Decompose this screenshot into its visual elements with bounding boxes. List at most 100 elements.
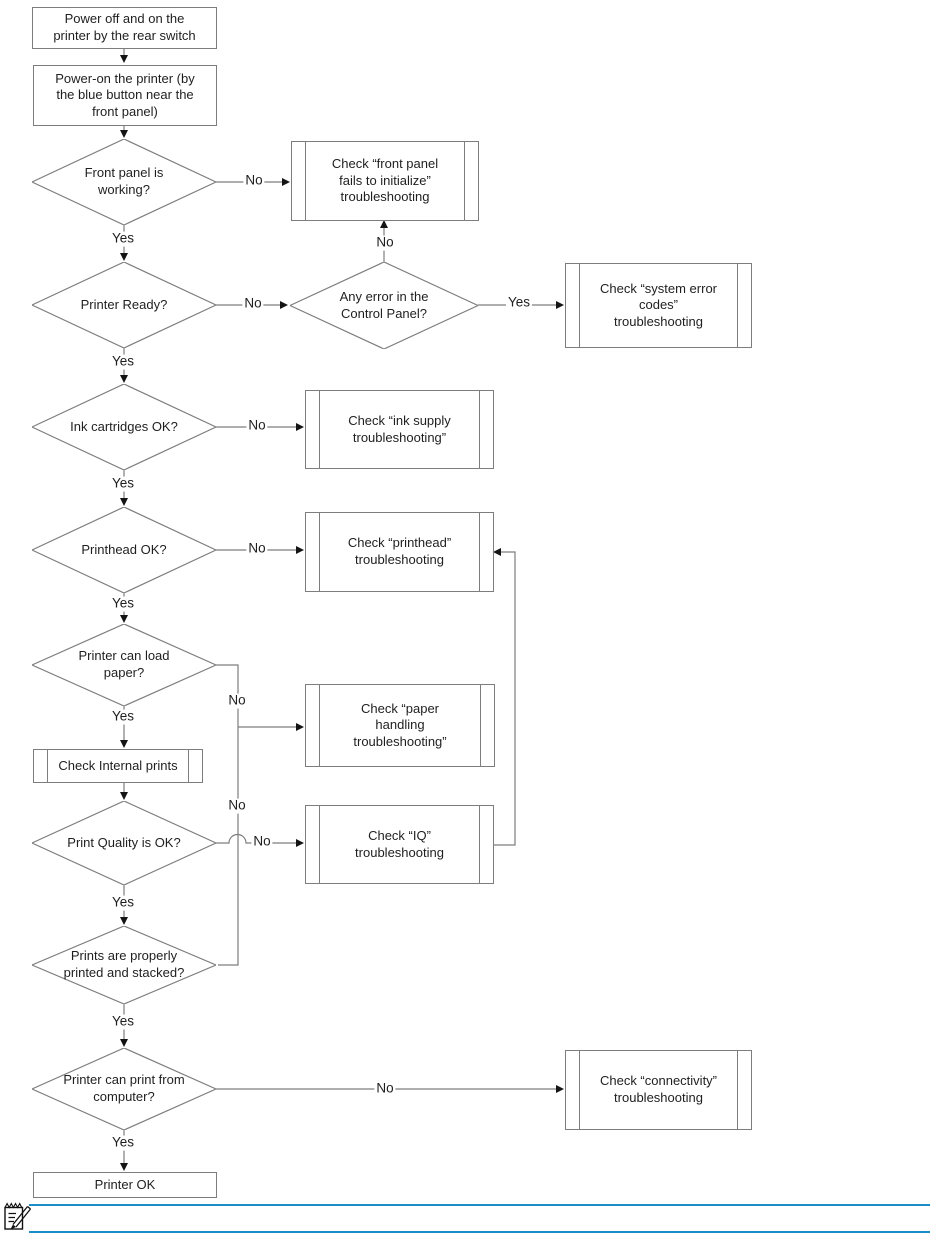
node-printer-ok-label: Printer OK bbox=[94, 1176, 156, 1192]
node-printer-can-print-from-computer-label: Printer can print from computer? bbox=[63, 1072, 185, 1104]
diamond-shape bbox=[32, 926, 216, 1004]
node-printer-can-load-paper-label: Printer can load paper? bbox=[78, 648, 170, 680]
node-any-error-control-panel-label: Any error in the Control Panel? bbox=[339, 288, 429, 321]
subroutine-bar bbox=[319, 806, 320, 883]
edge-label-ink-cartridges-no: No bbox=[246, 417, 268, 434]
subroutine-bar bbox=[579, 264, 580, 347]
node-ink-cartridges-ok-label: Ink cartridges OK? bbox=[70, 418, 178, 434]
node-ink-cartridges-ok: Ink cartridges OK? bbox=[32, 384, 216, 470]
node-check-printhead-label: Check “printhead” troubleshooting bbox=[347, 535, 452, 567]
note-icon bbox=[4, 1202, 32, 1230]
diamond-shape bbox=[32, 801, 216, 885]
arrowhead-down-into-load-paper bbox=[120, 615, 128, 623]
subroutine-bar bbox=[47, 750, 48, 782]
arrowhead-down-into-internal-prints bbox=[120, 740, 128, 748]
subroutine-bar bbox=[479, 391, 480, 468]
arrowhead-left-into-check-printhead bbox=[493, 548, 501, 556]
diamond-shape bbox=[32, 1048, 216, 1130]
subroutine-bar bbox=[464, 142, 465, 220]
edge-label-any-error-yes: Yes bbox=[505, 294, 533, 311]
diamond-shape bbox=[32, 262, 216, 348]
edge-label-load-paper-yes: Yes bbox=[109, 708, 137, 725]
diamond-shape bbox=[290, 262, 478, 349]
edge-iq-to-printhead-loop bbox=[492, 551, 516, 846]
arrowhead-down-into-stacked bbox=[120, 917, 128, 925]
arrowhead-down-into-printer-ok bbox=[120, 1163, 128, 1171]
edge-arrowheads bbox=[120, 55, 564, 1171]
node-printer-can-print-from-computer: Printer can print from computer? bbox=[32, 1048, 216, 1130]
edge-label-ink-cartridges-yes: Yes bbox=[109, 475, 137, 492]
edge-label-printhead-yes: Yes bbox=[109, 595, 137, 612]
node-check-system-error-codes: Check “system error codes” troubleshooti… bbox=[565, 263, 752, 348]
node-power-on: Power-on the printer (by the blue button… bbox=[33, 65, 217, 126]
edge-label-any-error-no: No bbox=[374, 234, 396, 251]
arrowhead-down-into-print-quality bbox=[120, 792, 128, 800]
node-front-panel-working: Front panel is working? bbox=[32, 139, 216, 225]
edge-label-printer-ready-yes: Yes bbox=[109, 353, 137, 370]
diamond-shape bbox=[32, 384, 216, 470]
arrowhead-down-into-printer-ready bbox=[120, 253, 128, 261]
node-check-system-error-codes-label: Check “system error codes” troubleshooti… bbox=[599, 280, 718, 329]
node-check-iq: Check “IQ” troubleshooting bbox=[305, 805, 494, 884]
subroutine-bar bbox=[319, 391, 320, 468]
subroutine-bar bbox=[305, 142, 306, 220]
node-check-internal-prints-label: Check Internal prints bbox=[58, 757, 178, 773]
arrowhead-up-into-check-front-panel bbox=[380, 220, 388, 228]
node-check-ink-supply: Check “ink supply troubleshooting” bbox=[305, 390, 494, 469]
node-printer-ok: Printer OK bbox=[33, 1172, 217, 1198]
diamond-shape bbox=[32, 139, 216, 225]
subroutine-bar bbox=[479, 513, 480, 591]
edge-label-load-paper-no: No bbox=[226, 692, 248, 709]
diamond-shape bbox=[32, 507, 216, 593]
node-check-ink-supply-label: Check “ink supply troubleshooting” bbox=[348, 412, 451, 445]
node-check-connectivity-label: Check “connectivity” troubleshooting bbox=[599, 1073, 718, 1105]
subroutine-bar bbox=[737, 264, 738, 347]
node-print-quality-ok: Print Quality is OK? bbox=[32, 801, 216, 885]
arrowhead-right-into-check-front-panel bbox=[282, 178, 290, 186]
edge-label-print-computer-yes: Yes bbox=[109, 1134, 137, 1151]
node-power-cycle-label: Power off and on the printer by the rear… bbox=[53, 11, 196, 43]
edge-load-paper-stacked-no-shared bbox=[216, 664, 239, 966]
edge-label-print-quality-no: No bbox=[251, 833, 273, 850]
arrowhead-down-into-front-panel bbox=[120, 130, 128, 138]
subroutine-bar bbox=[319, 513, 320, 591]
edge-label-stacked-no: No bbox=[226, 797, 248, 814]
arrowhead-right-into-any-error bbox=[280, 301, 288, 309]
node-front-panel-working-label: Front panel is working? bbox=[84, 165, 164, 197]
arrowhead-right-into-system-error-codes bbox=[556, 301, 564, 309]
arrowhead-right-into-check-iq bbox=[296, 839, 304, 847]
node-power-on-label: Power-on the printer (by the blue button… bbox=[55, 70, 195, 119]
note-divider-top bbox=[29, 1204, 930, 1206]
arrowhead-right-into-ink-supply bbox=[296, 423, 304, 431]
node-check-front-panel: Check “front panel fails to initialize” … bbox=[291, 141, 479, 221]
edge-label-print-computer-no: No bbox=[374, 1080, 396, 1097]
edge-print-quality-no-hop bbox=[216, 833, 300, 844]
subroutine-bar bbox=[737, 1051, 738, 1129]
subroutine-bar bbox=[479, 806, 480, 883]
node-check-internal-prints: Check Internal prints bbox=[33, 749, 203, 783]
edge-label-front-panel-yes: Yes bbox=[109, 230, 137, 247]
arrowhead-right-into-connectivity bbox=[556, 1085, 564, 1093]
node-check-connectivity: Check “connectivity” troubleshooting bbox=[565, 1050, 752, 1130]
node-printhead-ok: Printhead OK? bbox=[32, 507, 216, 593]
node-printer-can-load-paper: Printer can load paper? bbox=[32, 624, 216, 706]
edge-label-print-quality-yes: Yes bbox=[109, 894, 137, 911]
node-prints-properly-stacked: Prints are properly printed and stacked? bbox=[32, 926, 216, 1004]
edge-label-front-panel-no: No bbox=[243, 172, 265, 189]
node-any-error-control-panel: Any error in the Control Panel? bbox=[290, 262, 478, 349]
subroutine-bar bbox=[480, 685, 481, 766]
arrowhead-down-into-printhead bbox=[120, 498, 128, 506]
node-check-printhead: Check “printhead” troubleshooting bbox=[305, 512, 494, 592]
arrowhead-down-into-ink-cartridges bbox=[120, 375, 128, 383]
node-check-iq-label: Check “IQ” troubleshooting bbox=[355, 827, 444, 860]
subroutine-bar bbox=[579, 1051, 580, 1129]
node-power-cycle: Power off and on the printer by the rear… bbox=[32, 7, 217, 49]
arrowhead-right-into-check-printhead bbox=[296, 546, 304, 554]
arrowhead-down-into-power-on bbox=[120, 55, 128, 63]
subroutine-bar bbox=[188, 750, 189, 782]
node-prints-properly-stacked-label: Prints are properly printed and stacked? bbox=[63, 948, 185, 980]
edge-label-printer-ready-no: No bbox=[242, 295, 264, 312]
diamond-shape bbox=[32, 624, 216, 706]
edge-label-stacked-yes: Yes bbox=[109, 1013, 137, 1030]
